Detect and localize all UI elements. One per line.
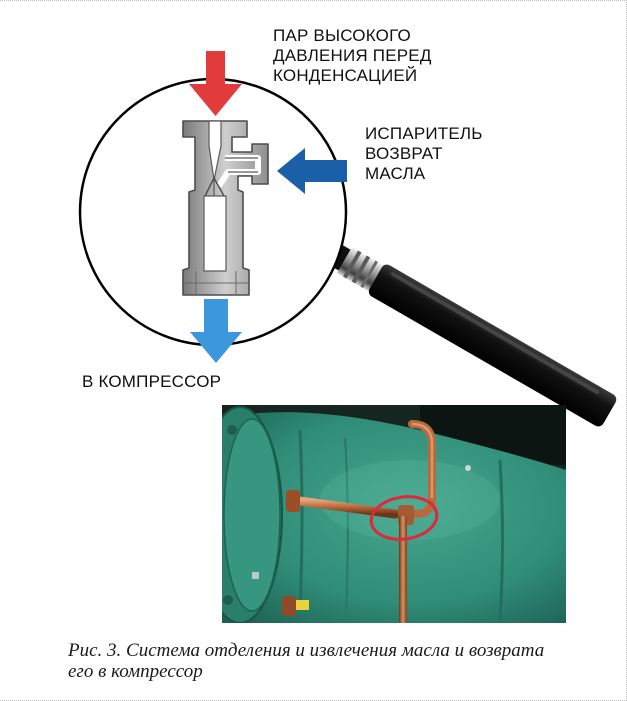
- oil-return-label: ИСПАРИТЕЛЬ ВОЗВРАТ МАСЛА: [365, 124, 483, 184]
- figure-caption-line-2: его в компрессор: [68, 661, 621, 682]
- figure-caption: Рис. 3. Система отделения и извлечения м…: [68, 640, 621, 682]
- figure-caption-line-1: Рис. 3. Система отделения и извлечения м…: [68, 640, 621, 661]
- inlet-label-line-1: ПАР ВЫСОКОГО: [273, 26, 432, 46]
- inlet-label: ПАР ВЫСОКОГО ДАВЛЕНИЯ ПЕРЕД КОНДЕНСАЦИЕЙ: [273, 26, 432, 86]
- copper-fitting-left: [286, 490, 300, 512]
- inlet-label-line-2: ДАВЛЕНИЯ ПЕРЕД: [273, 46, 432, 66]
- oil-return-label-line-3: МАСЛА: [365, 164, 483, 184]
- inlet-label-line-3: КОНДЕНСАЦИЕЙ: [273, 66, 432, 86]
- oil-return-label-line-1: ИСПАРИТЕЛЬ: [365, 124, 483, 144]
- copper-pipe-down: [399, 516, 407, 623]
- compressor-photo: [198, 405, 566, 623]
- compressor-label: В КОМПРЕССОР: [82, 372, 221, 392]
- oil-return-label-line-2: ВОЗВРАТ: [365, 144, 483, 164]
- magnifier-handle: [367, 262, 619, 428]
